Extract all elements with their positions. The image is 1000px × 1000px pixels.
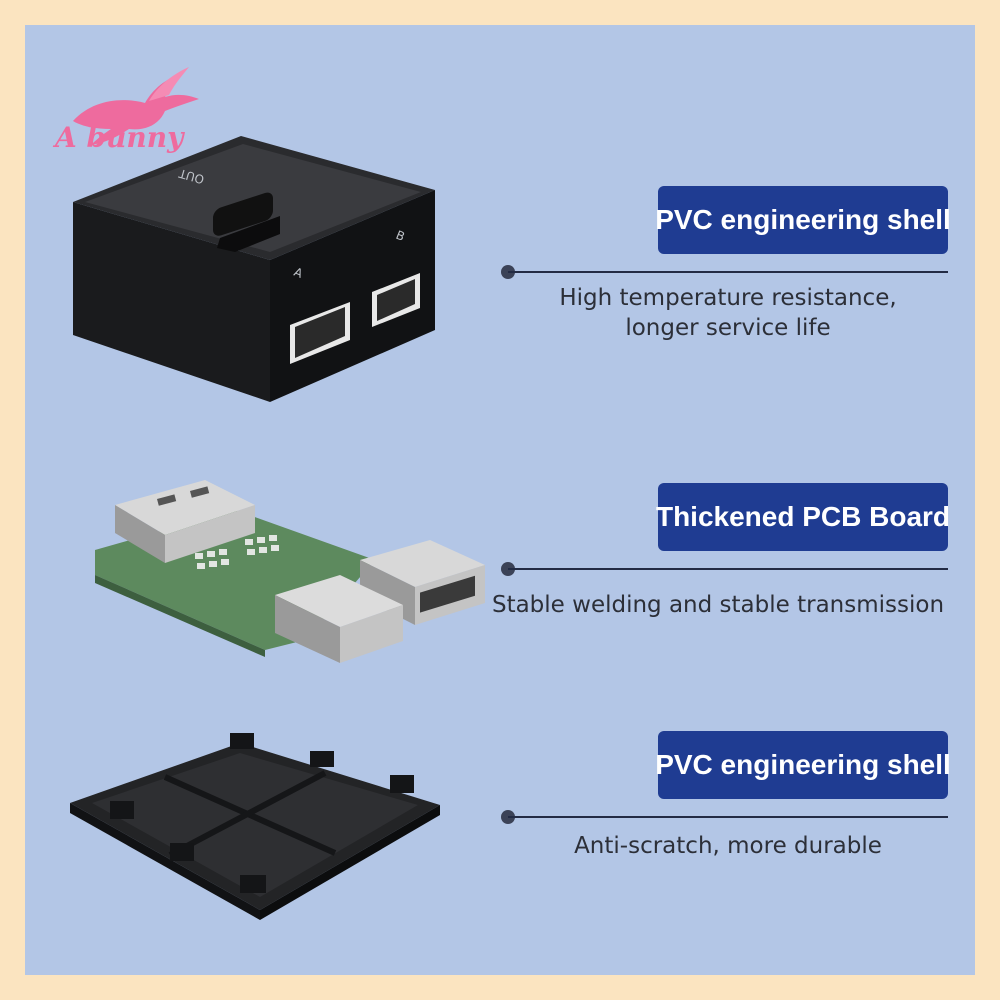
bottom-cover-image [70, 733, 440, 920]
feature-1-desc-line-1: High temperature resistance, [559, 285, 897, 311]
feature-2-desc-line-1: Stable welding and stable transmission [491, 592, 945, 618]
feature-1-badge: PVC engineering shell [655, 186, 951, 254]
feature-3-desc-line-1: Anti-scratch, more durable [574, 833, 882, 859]
feature-2-badge: Thickened PCB Board [656, 483, 950, 551]
switch-box-image: OUT A B [73, 136, 435, 402]
feature-2-line [508, 568, 948, 570]
feature-3-line [508, 816, 948, 818]
pcb-board-image [95, 480, 485, 663]
feature-3-badge: PVC engineering shell [655, 731, 951, 799]
bunny-logo-icon [73, 67, 199, 145]
logo-text: A bunny [55, 121, 184, 154]
product-panel: A bunny OUT A B [25, 25, 975, 975]
feature-1-line [508, 271, 948, 273]
out-label: OUT [177, 166, 206, 187]
feature-1-desc-line-2: longer service life [625, 315, 831, 341]
